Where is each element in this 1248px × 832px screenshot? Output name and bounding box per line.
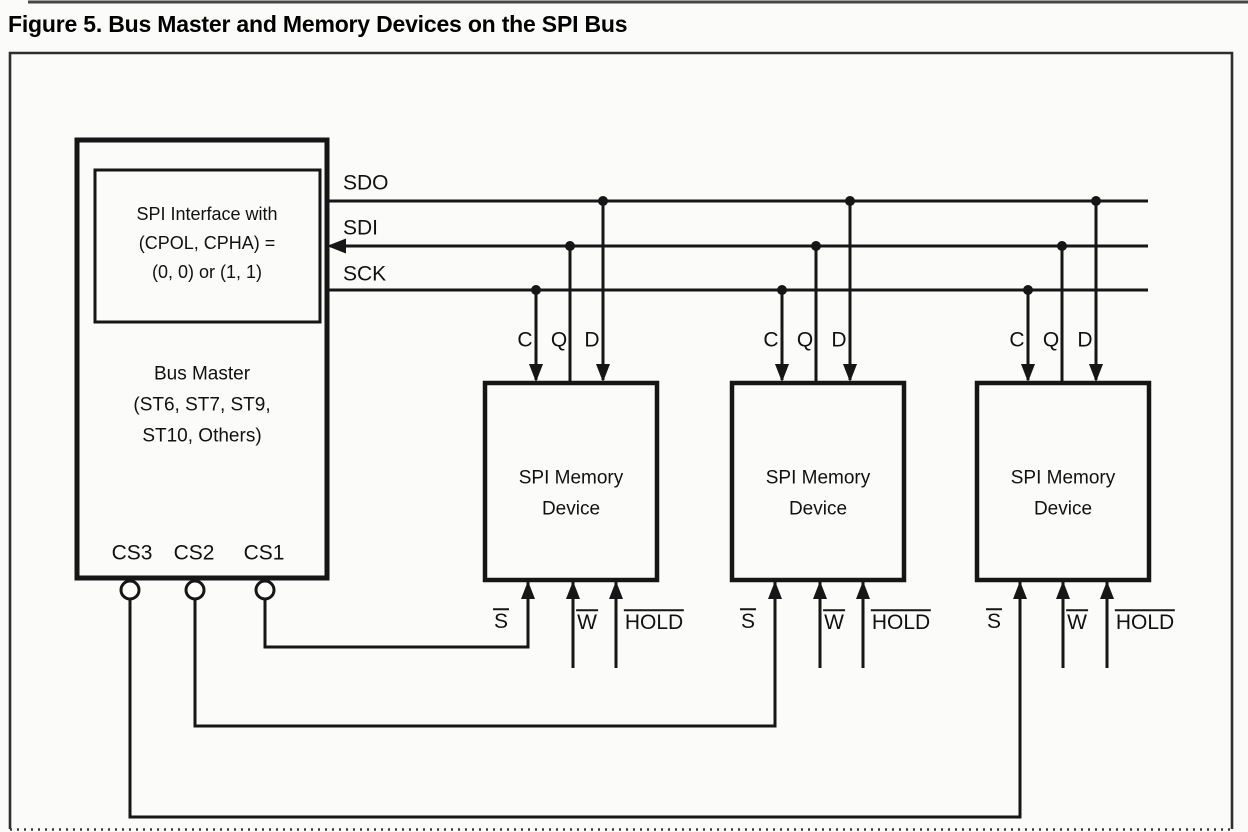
device-2-pin-c-label: C — [763, 328, 779, 352]
device-3-name-line-2: Device — [1033, 498, 1093, 520]
device-3-pin-c-label: C — [1009, 328, 1025, 352]
device-1-pin-s-overline: S — [492, 608, 510, 634]
device-2-pin-hold-overline: HOLD — [870, 609, 932, 635]
device-1-pin-d-label: D — [584, 328, 600, 352]
device-2-top-wires — [775, 196, 857, 383]
memory-device-2-box — [729, 380, 907, 583]
bus-master-box — [74, 137, 330, 581]
sdo-label: SDO — [343, 171, 389, 195]
device-3-q-junction-dot — [1057, 241, 1067, 251]
device-2-pin-s-label: S — [739, 608, 757, 634]
device-2-name-line-2: Device — [788, 498, 848, 520]
device-3-pin-hold-label: HOLD — [1114, 609, 1176, 635]
device-2-pin-w-label: W — [823, 609, 845, 635]
sdi-arrowhead-left — [327, 238, 346, 254]
cs1-label: CS1 — [243, 541, 285, 565]
cs1-pin-circle — [254, 579, 276, 601]
spi-interface-line-1: SPI Interface with — [136, 204, 278, 225]
device-1-d-junction-dot — [598, 196, 608, 206]
cs1-to-device-1-s-route — [263, 582, 530, 649]
cs3-to-device-3-s-route — [128, 582, 1022, 819]
device-3-s-arrowhead — [1013, 581, 1027, 599]
cs2-to-device-2-s-route — [193, 582, 777, 728]
sdi-label: SDI — [343, 216, 379, 240]
device-2-name-line-1: SPI Memory — [765, 467, 871, 489]
bus-master-name-line-2: (ST6, ST7, ST9, — [133, 394, 271, 416]
device-3-pin-w-label: W — [1066, 609, 1088, 635]
device-1-bottom-wires — [566, 581, 623, 668]
device-2-pin-d-label: D — [831, 328, 847, 352]
device-2-bottom-wires — [813, 581, 870, 668]
device-1-pin-q-label: Q — [550, 328, 568, 352]
device-3-top-wires — [1021, 196, 1103, 383]
memory-device-3-box — [974, 380, 1152, 583]
memory-device-1-box — [482, 380, 660, 583]
device-1-c-arrowhead — [529, 364, 543, 382]
device-3-pin-d-label: D — [1077, 328, 1093, 352]
bus-wires — [327, 199, 1148, 292]
sck-label: SCK — [343, 262, 387, 286]
device-2-hold-arrowhead — [856, 581, 870, 599]
device-2-pin-hold-label: HOLD — [870, 609, 932, 635]
device-3-d-arrowhead — [1089, 364, 1103, 382]
device-2-d-arrowhead — [843, 364, 857, 382]
device-3-pin-w-overline: W — [1066, 609, 1088, 635]
device-1-name-line-1: SPI Memory — [518, 467, 624, 489]
device-3-pin-s-overline: S — [985, 608, 1003, 634]
device-3-name-line-1: SPI Memory — [1010, 467, 1116, 489]
device-1-name-line-2: Device — [541, 498, 601, 520]
device-3-w-arrowhead — [1056, 581, 1070, 599]
cs3-pin-circle — [119, 579, 141, 601]
device-2-q-junction-dot — [811, 241, 821, 251]
device-1-pin-hold-overline: HOLD — [623, 609, 685, 635]
cs3-label: CS3 — [111, 541, 153, 565]
device-2-d-junction-dot — [845, 196, 855, 206]
device-2-s-arrowhead — [768, 581, 782, 599]
device-3-pin-s-label: S — [985, 608, 1003, 634]
device-2-c-junction-dot — [777, 285, 787, 295]
device-2-w-arrowhead — [813, 581, 827, 599]
device-2-pin-q-label: Q — [796, 328, 814, 352]
spi-interface-line-2: (CPOL, CPHA) = — [138, 233, 276, 254]
bus-master-name-line-3: ST10, Others) — [142, 425, 262, 447]
device-2-pin-s-overline: S — [739, 608, 757, 634]
device-2-pin-w-overline: W — [823, 609, 845, 635]
bus-master-name-line-1: Bus Master — [153, 363, 251, 385]
device-1-pin-hold-label: HOLD — [623, 609, 685, 635]
device-3-bottom-wires — [1056, 581, 1114, 668]
device-3-c-arrowhead — [1021, 364, 1035, 382]
device-1-pin-w-overline: W — [576, 609, 598, 635]
device-1-c-junction-dot — [531, 285, 541, 295]
device-3-hold-arrowhead — [1100, 581, 1114, 599]
cs2-label: CS2 — [173, 541, 215, 565]
device-1-s-arrowhead — [521, 581, 535, 599]
device-1-q-junction-dot — [565, 241, 575, 251]
device-3-pin-q-label: Q — [1042, 328, 1060, 352]
device-1-pin-c-label: C — [517, 328, 533, 352]
diagram-frame — [8, 51, 1234, 829]
spi-interface-box — [93, 168, 322, 324]
device-3-d-junction-dot — [1091, 196, 1101, 206]
device-3-pin-hold-overline: HOLD — [1114, 609, 1176, 635]
device-1-pin-w-label: W — [576, 609, 598, 635]
device-1-hold-arrowhead — [609, 581, 623, 599]
device-2-c-arrowhead — [775, 364, 789, 382]
device-1-w-arrowhead — [566, 581, 580, 599]
cs2-pin-circle — [184, 579, 206, 601]
device-1-pin-s-label: S — [492, 608, 510, 634]
device-1-d-arrowhead — [596, 364, 610, 382]
spi-interface-line-3: (0, 0) or (1, 1) — [151, 262, 263, 283]
figure-title: Figure 5. Bus Master and Memory Devices … — [8, 11, 628, 37]
device-3-c-junction-dot — [1023, 285, 1033, 295]
device-1-top-wires — [529, 196, 610, 383]
